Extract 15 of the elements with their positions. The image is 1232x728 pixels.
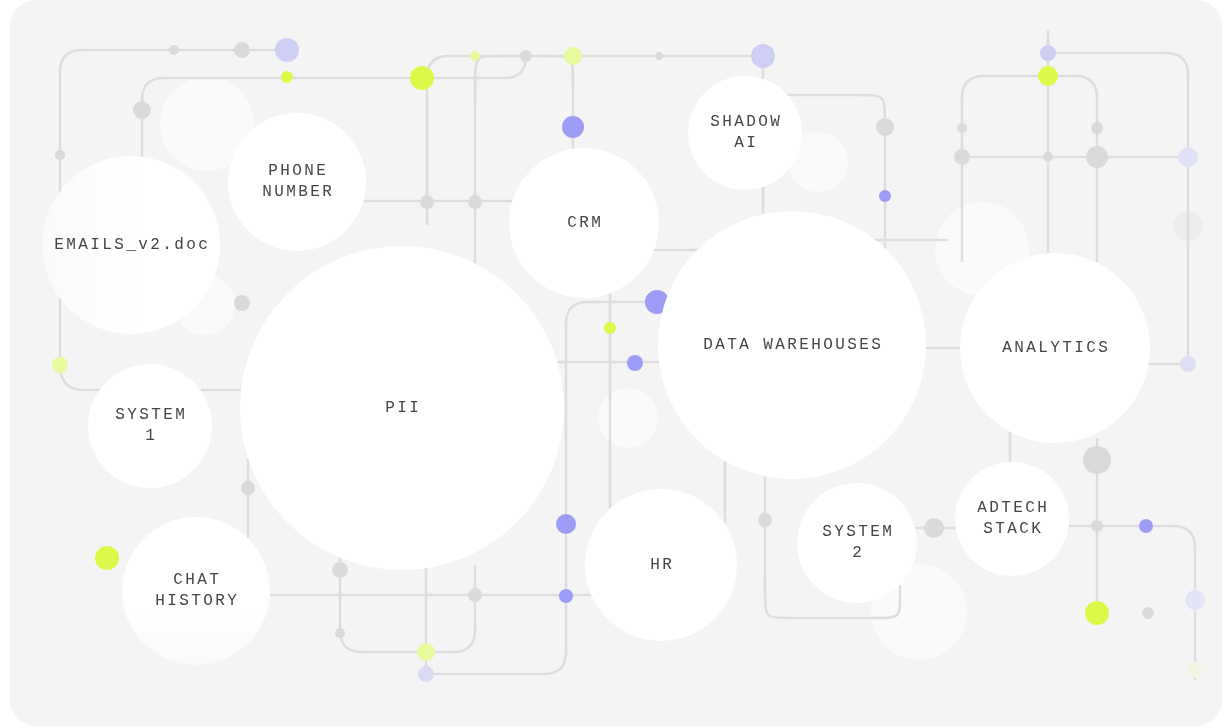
bubble-label: EMAILS_v2.doc: [53, 234, 211, 256]
bubble-label: HR: [649, 554, 675, 576]
bubble-label: SYSTEM 2: [821, 522, 896, 564]
bubble-label: ADTECH STACK: [976, 498, 1051, 540]
connector-line: [787, 93, 887, 249]
bubble-label: DATA WAREHOUSES: [702, 334, 884, 356]
connector-line: [473, 54, 575, 264]
bubble-label: ANALYTICS: [1001, 337, 1111, 359]
connector-line: [763, 476, 902, 620]
bubble-label: CRM: [566, 212, 604, 234]
bubble-label: SHADOW AI: [709, 112, 784, 154]
bubble-label: PII: [384, 397, 422, 419]
bubble-label: SYSTEM 1: [114, 405, 189, 447]
bubble-label: PHONE NUMBER: [261, 161, 336, 203]
bubble-label: CHAT HISTORY: [154, 570, 241, 612]
